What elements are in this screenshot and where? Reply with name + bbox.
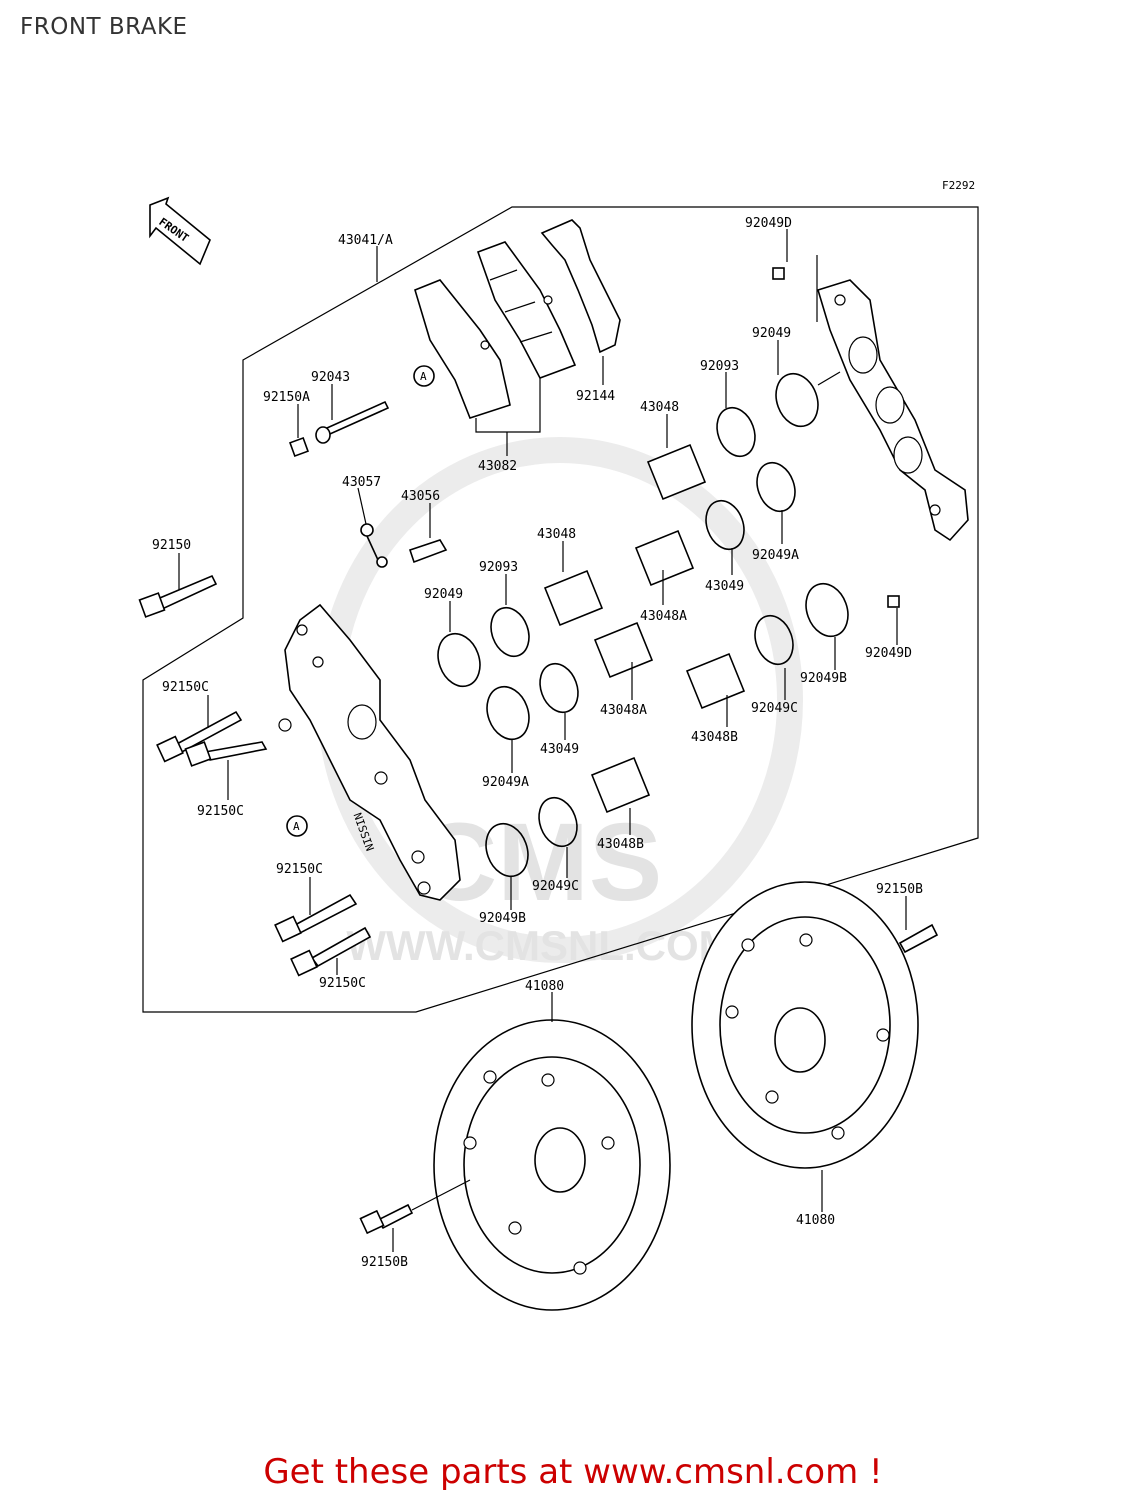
disc-bolt-left — [359, 1203, 414, 1235]
callout-92144: 92144 — [576, 389, 615, 404]
callout-92049c-right: 92049C — [751, 701, 798, 716]
callout-92150b-left: 92150B — [361, 1255, 408, 1270]
ref-marker-a-top-label: A — [420, 370, 427, 383]
callout-92093-right: 92093 — [700, 359, 739, 374]
callout-92150c-1: 92150C — [162, 680, 209, 695]
callout-92043: 92043 — [311, 370, 350, 385]
callout-92049d-top: 92049D — [745, 216, 792, 231]
callout-92049-right: 92049 — [752, 326, 791, 341]
bleeder-nut-top — [772, 267, 785, 280]
front-arrow-icon: FRONT — [149, 196, 211, 266]
callout-92093-left: 92093 — [479, 560, 518, 575]
callout-41080-right: 41080 — [796, 1213, 835, 1228]
brake-pad-shim — [476, 241, 577, 379]
callout-43049-left: 43049 — [540, 742, 579, 757]
bolt-92150c-2 — [184, 741, 268, 767]
callout-92049a-left: 92049A — [482, 775, 529, 790]
callout-43049-right: 43049 — [705, 579, 744, 594]
bolt-92150 — [138, 574, 218, 618]
bolt-92150c-3 — [274, 893, 358, 943]
callout-43048-left: 43048 — [537, 527, 576, 542]
bolt-92150c-4 — [290, 926, 372, 977]
callout-43048b-right: 43048B — [691, 730, 738, 745]
callout-92049a-right: 92049A — [752, 548, 799, 563]
callout-43048-right: 43048 — [640, 400, 679, 415]
bleeder-valve — [408, 539, 448, 564]
callout-92049b-left: 92049B — [479, 911, 526, 926]
pad-spring — [540, 219, 621, 354]
brake-disc-left — [433, 1019, 671, 1311]
figure-code: F2292 — [942, 179, 975, 192]
leader-lines — [178, 229, 907, 1252]
callout-92049b-right: 92049B — [800, 671, 847, 686]
bleeder-nut-bottom — [887, 595, 900, 608]
callout-92150: 92150 — [152, 538, 191, 553]
callout-43082: 43082 — [478, 459, 517, 474]
caliper-assembly-outline — [142, 206, 979, 1013]
callout-43048b-left: 43048B — [597, 837, 644, 852]
pin-plug — [289, 437, 309, 457]
callout-43048a-right: 43048A — [640, 609, 687, 624]
callout-43056: 43056 — [401, 489, 440, 504]
ref-marker-a-bottom-label: A — [293, 820, 300, 833]
callout-92049-left: 92049 — [424, 587, 463, 602]
promo-banner[interactable]: Get these parts at www.cmsnl.com ! — [263, 1452, 883, 1492]
page-title: FRONT BRAKE — [20, 14, 188, 40]
callout-41080-left: 41080 — [525, 979, 564, 994]
callout-92150c-2: 92150C — [197, 804, 244, 819]
brake-pad-plate — [414, 279, 511, 419]
disc-bolt-right — [898, 923, 939, 954]
bleeder-cap — [360, 523, 388, 568]
callout-92150a: 92150A — [263, 390, 310, 405]
callout-43041a: 43041/A — [338, 233, 393, 248]
callout-92049c-left: 92049C — [532, 879, 579, 894]
callout-43048a-left: 43048A — [600, 703, 647, 718]
callout-92150c-3: 92150C — [276, 862, 323, 877]
callout-92150b-right: 92150B — [876, 882, 923, 897]
ref-marker-a-top: A — [413, 365, 435, 387]
callout-43057: 43057 — [342, 475, 381, 490]
callout-92049d-bottom: 92049D — [865, 646, 912, 661]
brake-disc-right — [691, 881, 919, 1169]
callout-92150c-4: 92150C — [319, 976, 366, 991]
outer-caliper-body — [817, 279, 969, 542]
bolt-92150c-1 — [156, 710, 243, 763]
seals-and-pistons — [437, 372, 849, 878]
watermark-url: WWW.CMSNL.COM — [346, 922, 733, 969]
callout-labels: 43041/A 92049D 92049 92093 43048 92144 4… — [152, 216, 923, 1270]
pad-pin — [315, 400, 390, 444]
ref-marker-a-bottom: A — [286, 815, 308, 837]
